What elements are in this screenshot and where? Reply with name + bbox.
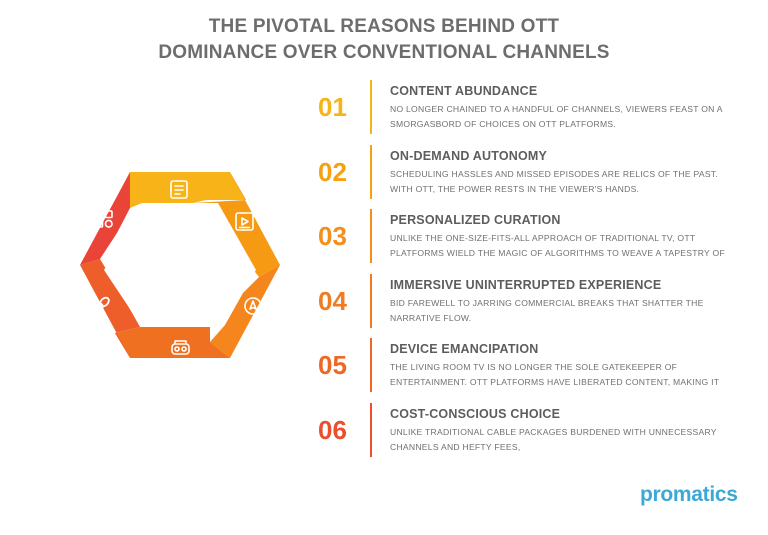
chain-link-icon bbox=[93, 296, 110, 314]
hex-segment-1 bbox=[130, 172, 246, 208]
reason-number: 06 bbox=[318, 414, 347, 445]
reason-item: 03 PERSONALIZED CURATION Unlike the one-… bbox=[310, 209, 750, 274]
hex-segment-6 bbox=[80, 172, 130, 265]
reason-divider bbox=[370, 144, 372, 199]
apps-grid-icon bbox=[95, 210, 113, 228]
reason-item: 04 IMMERSIVE UNINTERRUPTED EXPERIENCE Bi… bbox=[310, 273, 750, 339]
reason-description: Unlike traditional cable packages burden… bbox=[390, 426, 717, 452]
video-player-icon bbox=[235, 212, 254, 231]
reason-description: No longer chained to a handful of channe… bbox=[390, 104, 723, 129]
reason-item: 06 COST-CONSCIOUS CHOICE Unlike traditio… bbox=[310, 402, 750, 468]
reason-divider bbox=[370, 338, 372, 392]
reason-number: 02 bbox=[318, 156, 347, 187]
vr-headset-icon bbox=[171, 340, 190, 355]
title-line-2: DOMINANCE OVER CONVENTIONAL CHANNELS bbox=[158, 42, 610, 63]
hex-segment-3 bbox=[210, 265, 280, 358]
reason-title: IMMERSIVE UNINTERRUPTED EXPERIENCE bbox=[390, 277, 662, 292]
reason-divider bbox=[370, 273, 372, 328]
reason-divider bbox=[370, 402, 372, 457]
reason-divider bbox=[370, 209, 372, 263]
reason-item: 05 DEVICE EMANCIPATION The living room T… bbox=[310, 338, 750, 403]
reason-description: The living room TV is no longer the sole… bbox=[390, 362, 720, 387]
reason-divider bbox=[370, 80, 372, 134]
reason-title: ON-DEMAND AUTONOMY bbox=[390, 148, 548, 163]
document-icon bbox=[170, 180, 188, 199]
reason-title: PERSONALIZED CURATION bbox=[390, 213, 561, 227]
reason-description: Scheduling hassles and missed episodes a… bbox=[390, 168, 718, 194]
reason-title: CONTENT ABUNDANCE bbox=[390, 84, 538, 98]
page-title: THE PIVOTAL REASONS BEHIND OTT DOMINANCE… bbox=[0, 14, 768, 66]
reason-title: DEVICE EMANCIPATION bbox=[390, 342, 539, 356]
reason-description: Bid farewell to jarring commercial break… bbox=[390, 297, 704, 323]
reason-item: 02 ON-DEMAND AUTONOMY Scheduling hassles… bbox=[310, 144, 750, 210]
hexagon-cycle-diagram bbox=[60, 155, 300, 385]
reason-number: 05 bbox=[318, 350, 347, 380]
reason-title: COST-CONSCIOUS CHOICE bbox=[390, 406, 561, 421]
reason-number: 04 bbox=[318, 285, 347, 316]
reasons-list: 01 CONTENT ABUNDANCE No longer chained t… bbox=[310, 80, 750, 467]
hex-segment-4 bbox=[115, 327, 230, 358]
reason-number: 03 bbox=[318, 221, 347, 251]
compass-icon bbox=[244, 297, 262, 315]
reason-item: 01 CONTENT ABUNDANCE No longer chained t… bbox=[310, 80, 750, 145]
title-line-1: THE PIVOTAL REASONS BEHIND OTT bbox=[208, 16, 560, 37]
brand-logo: promatics bbox=[640, 483, 738, 506]
reason-number: 01 bbox=[318, 92, 347, 122]
hex-segment-5 bbox=[80, 259, 140, 358]
reason-description: Unlike the one-size-fits-all approach of… bbox=[390, 233, 725, 258]
